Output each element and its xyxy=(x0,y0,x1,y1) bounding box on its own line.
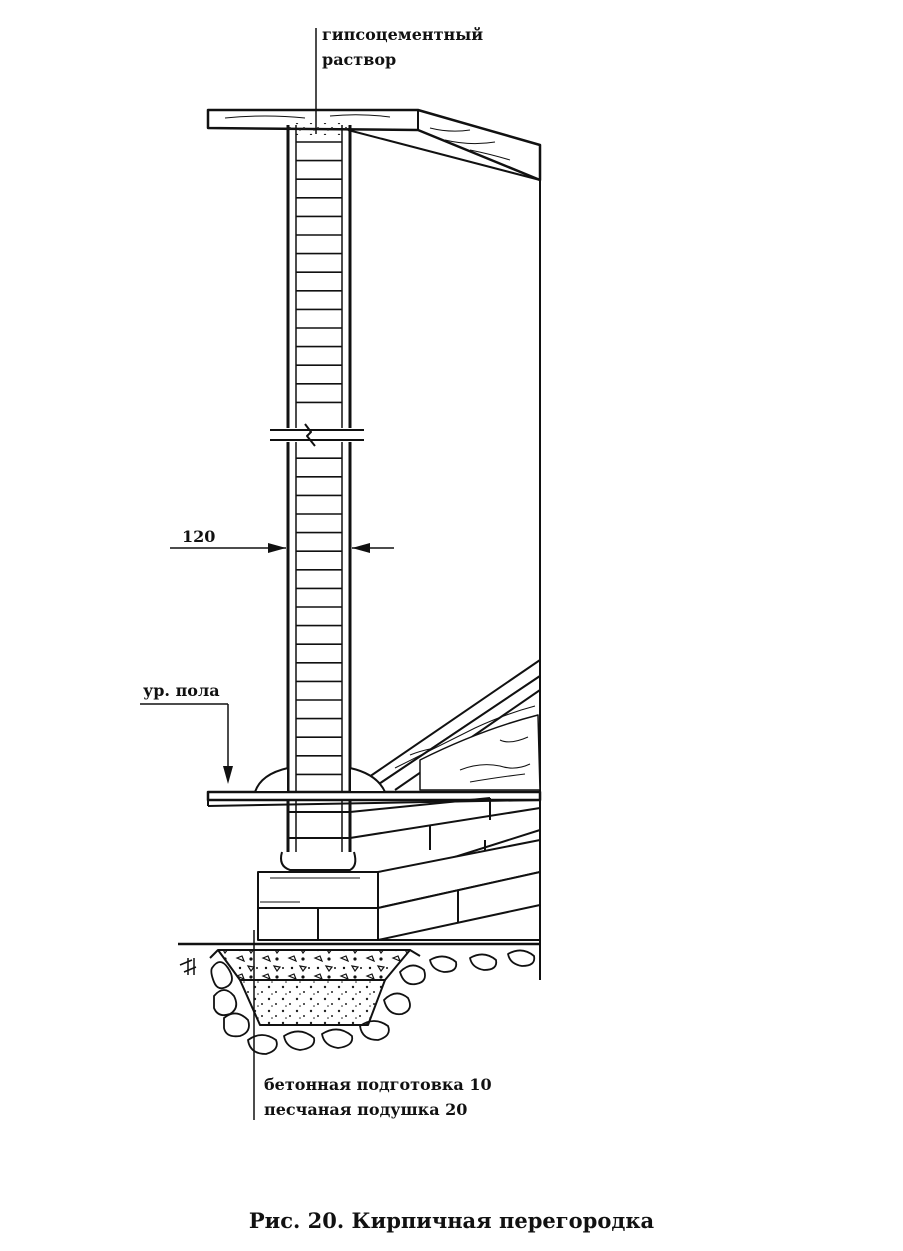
label-width-120: 120 xyxy=(182,527,216,546)
figure-caption: Рис. 20. Кирпичная перегородка xyxy=(248,1208,655,1233)
label-floor-level: ур. пола xyxy=(143,681,220,700)
label-sand-layer: песчаная подушка 20 xyxy=(264,1100,468,1119)
foundation-trench xyxy=(209,949,536,1055)
leader-lines xyxy=(140,28,317,1120)
break-mark xyxy=(270,423,366,447)
brick-partition xyxy=(286,123,352,868)
floor-boards xyxy=(206,659,542,807)
label-mortar-line2: раствор xyxy=(322,50,397,69)
label-mortar-line1: гипсоцементный xyxy=(322,25,484,44)
dimension-120 xyxy=(170,543,394,553)
skirting xyxy=(254,767,386,793)
label-concrete-layer: бетонная подготовка 10 xyxy=(264,1075,492,1094)
label-mortar: гипсоцементный раствор xyxy=(322,22,483,72)
ground-line xyxy=(178,942,540,975)
ceiling-slab xyxy=(206,108,542,182)
mortar-joint xyxy=(288,123,350,135)
brick-foundation xyxy=(257,797,541,941)
